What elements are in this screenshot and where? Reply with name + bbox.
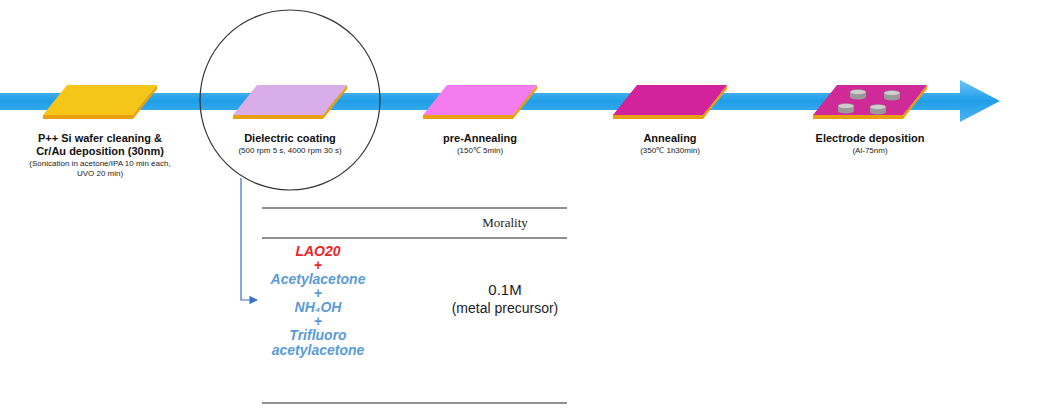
process-step: pre-Annealing(150℃ 5min)	[395, 82, 565, 156]
plate-face	[233, 85, 347, 115]
leader-arrow	[241, 178, 257, 300]
table-cell: +	[298, 286, 338, 301]
substrate-plate	[785, 82, 955, 130]
step-title: Electrode deposition	[785, 132, 955, 145]
plate-edge	[423, 85, 537, 119]
plate-edge	[43, 85, 157, 119]
table-cell: Acetylacetone	[258, 272, 378, 287]
table-rule	[262, 238, 567, 239]
electrode	[870, 110, 886, 115]
table-cell: NH₄OH	[263, 300, 373, 315]
electrode	[870, 105, 886, 110]
plate-face	[813, 85, 927, 115]
process-step: Annealing(350℃ 1h30min)	[585, 82, 755, 156]
process-step: Electrode deposition(Al-75nm)	[785, 82, 955, 156]
step-conditions: (150℃ 5min)	[405, 146, 555, 156]
step-conditions: (350℃ 1h30min)	[595, 146, 745, 156]
step-conditions: (Al-75nm)	[795, 146, 945, 156]
plate-face	[423, 85, 537, 115]
substrate-plate	[395, 82, 565, 130]
plate-edge	[813, 85, 927, 119]
electrode	[850, 95, 866, 100]
flow-arrow	[0, 80, 1000, 122]
electrode	[884, 96, 900, 101]
table-cell: 0.1M	[445, 282, 565, 298]
table-cell: +	[298, 314, 338, 329]
step-title: pre-Annealing	[395, 132, 565, 145]
table-cell: +	[298, 258, 338, 273]
highlight-circle	[200, 10, 380, 190]
plate-edge	[233, 85, 347, 119]
electrode	[838, 109, 854, 114]
step-title: P++ Si wafer cleaning & Cr/Au deposition…	[35, 132, 165, 158]
process-step: Dielectric coating(500 rpm 5 s, 4000 rpm…	[205, 82, 375, 156]
table-cell: LAO20	[263, 244, 373, 259]
plate-face	[613, 85, 727, 115]
substrate-plate	[15, 82, 185, 130]
step-title: Dielectric coating	[205, 132, 375, 145]
table-rule	[262, 403, 567, 404]
table-header: Morality	[445, 216, 565, 230]
electrode	[838, 104, 854, 109]
table-rule	[262, 208, 567, 209]
plate-face	[43, 85, 157, 115]
electrode	[884, 91, 900, 96]
substrate-plate	[585, 82, 755, 130]
substrate-plate	[205, 82, 375, 130]
table-cell: Trifluoro acetylacetone	[266, 328, 371, 358]
electrode	[850, 90, 866, 95]
step-conditions: (500 rpm 5 s, 4000 rpm 30 s)	[215, 146, 365, 156]
plate-edge	[613, 85, 727, 119]
step-title: Annealing	[585, 132, 755, 145]
table-cell: (metal precursor)	[430, 301, 580, 316]
step-conditions: (Sonication in acetone/IPA 10 min each, …	[25, 159, 175, 179]
process-step: P++ Si wafer cleaning & Cr/Au deposition…	[15, 82, 185, 179]
